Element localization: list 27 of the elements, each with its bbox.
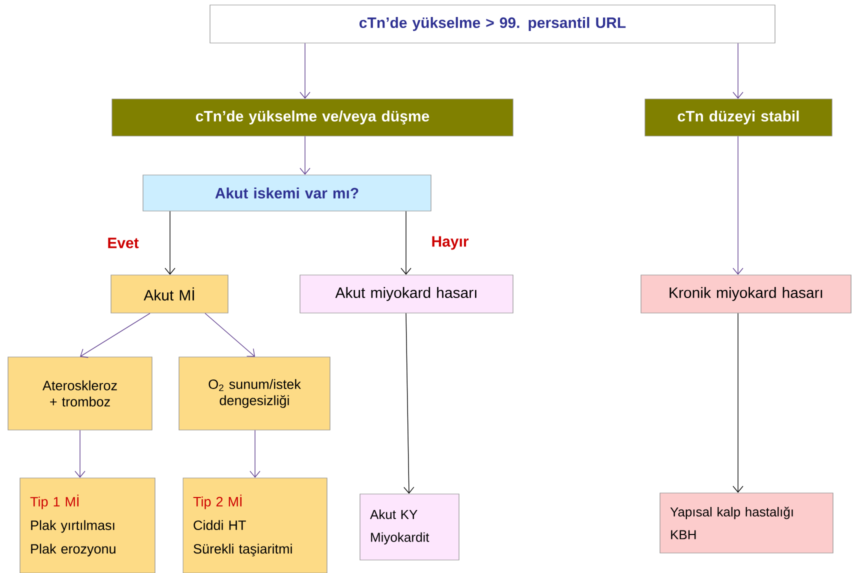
question-box: Akut iskemi var mı? [142,174,432,212]
header-box: cTn’de yükselme > 99. persantil URL [210,4,776,44]
arrow [300,42,310,99]
arrow [400,210,412,275]
category-bar: cTn’de yükselme ve/veya düşme [112,98,514,136]
process-box: Yapısal kalp hastalığı KBH [660,492,834,554]
arrow [732,136,744,275]
process-box: Kronik miyokard hasarı [640,274,852,314]
arrow [80,312,150,358]
process-box: Ateroskleroz + tromboz [8,356,152,430]
process-box: Akut miyokard hasarı [300,274,514,314]
arrow [300,136,310,175]
arrow [74,430,86,478]
process-box: Tip 2 Mİ Ciddi HT Sürekli taşiaritmi [182,478,328,573]
arrow [732,312,744,493]
arrow [204,312,255,357]
arrow [732,42,744,99]
edge-label: Hayır [432,236,469,250]
process-box: O$_{2}$ sunum/istek dengesizliği [178,356,330,430]
arrow [250,430,260,478]
arrow [404,312,414,494]
process-box: Akut Mİ [110,274,228,314]
category-bar: cTn düzeyi stabil [644,98,832,136]
arrow [164,210,176,275]
edge-label: Evet [108,238,139,248]
process-box: Tip 1 Mİ Plak yırtılması Plak erozyonu [20,478,156,573]
process-box: Akut KY Miyokardit [360,494,460,560]
